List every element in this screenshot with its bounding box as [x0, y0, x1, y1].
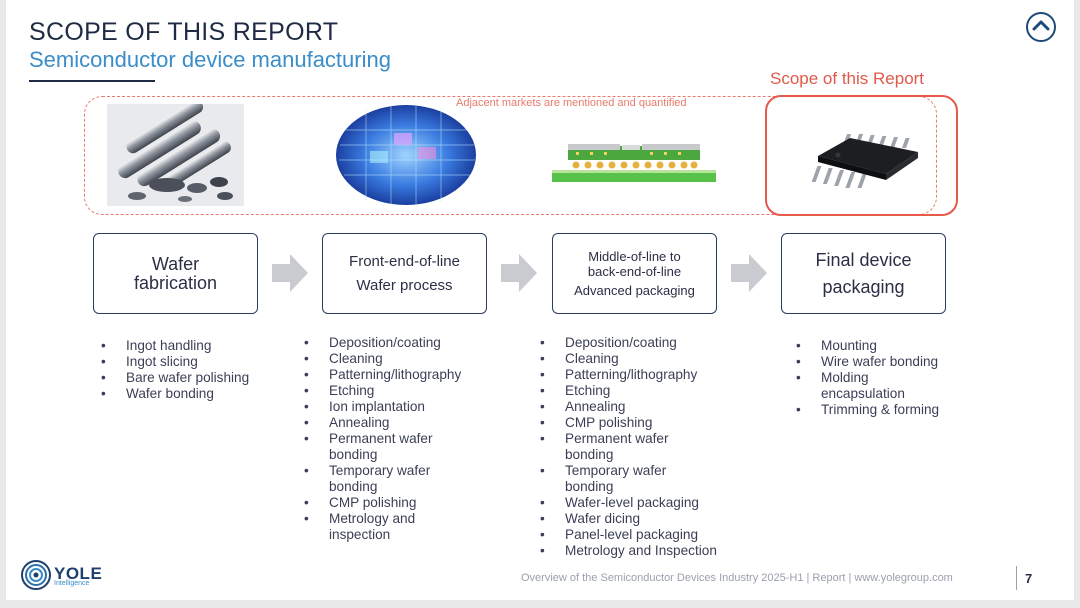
list-item: Wafer bonding: [101, 386, 291, 402]
advanced-package-image: [552, 144, 716, 182]
slide: SCOPE OF THIS REPORT Semiconductor devic…: [6, 0, 1074, 600]
list-item: Temporary wafer bonding: [304, 463, 459, 495]
scope-frame: [765, 95, 958, 216]
yole-logo-icon: [21, 560, 51, 590]
step-label-line: Wafer process: [356, 276, 453, 294]
list-item: Wafer-level packaging: [540, 495, 750, 511]
list-item: Etching: [540, 383, 750, 399]
page-number: 7: [1025, 571, 1033, 586]
list-item: Bare wafer polishing: [101, 370, 291, 386]
list-item: Molding encapsulation: [796, 370, 931, 402]
final-packaging-list: Mounting Wire wafer bonding Molding enca…: [796, 338, 996, 418]
list-item: Temporary wafer bonding: [540, 463, 715, 495]
page-title: SCOPE OF THIS REPORT: [29, 18, 339, 46]
step-label-line: Advanced packaging: [574, 283, 695, 298]
packaged-chip-image: [810, 134, 918, 188]
step-label-line: Middle-of-line to: [588, 249, 681, 264]
step-label-line: packaging: [822, 276, 905, 297]
list-item: Deposition/coating: [540, 335, 750, 351]
scroll-up-button[interactable]: [1026, 12, 1056, 42]
list-item: Deposition/coating: [304, 335, 504, 351]
front-end-list: Deposition/coating Cleaning Patterning/l…: [304, 335, 504, 543]
step-wafer-fabrication: Wafer fabrication: [93, 233, 258, 314]
footer-caption: Overview of the Semiconductor Devices In…: [521, 572, 953, 584]
wafer-fabrication-list: Ingot handling Ingot slicing Bare wafer …: [101, 338, 291, 402]
chevron-up-icon: [1032, 20, 1050, 31]
list-item: Cleaning: [540, 351, 750, 367]
step-label-line: Front-end-of-line: [349, 252, 460, 270]
scope-label: Scope of this Report: [770, 69, 925, 88]
list-item: Annealing: [304, 415, 504, 431]
step-middle-back-end-of-line: Middle-of-line to back-end-of-line Advan…: [552, 233, 717, 314]
list-item: Trimming & forming: [796, 402, 996, 418]
list-item: Patterning/lithography: [540, 367, 750, 383]
list-item: Permanent wafer bonding: [304, 431, 459, 463]
list-item: Wafer dicing: [540, 511, 750, 527]
title-underline: [29, 80, 155, 82]
silicon-ingots-image: [107, 104, 244, 206]
right-arrow-icon: [272, 254, 308, 292]
page-subtitle: Semiconductor device manufacturing: [29, 47, 391, 72]
adjacent-markets-frame: [84, 96, 937, 215]
list-item: Wire wafer bonding: [796, 354, 996, 370]
middle-back-end-list: Deposition/coating Cleaning Patterning/l…: [540, 335, 750, 559]
list-item: Permanent wafer bonding: [540, 431, 710, 463]
list-item: Panel-level packaging: [540, 527, 750, 543]
adjacent-markets-label: Adjacent markets are mentioned and quant…: [456, 97, 687, 109]
footer-divider: [1016, 566, 1017, 590]
list-item: Ion implantation: [304, 399, 504, 415]
step-label-line: back-end-of-line: [587, 264, 682, 279]
list-item: Metrology and Inspection: [540, 543, 750, 559]
list-item: Etching: [304, 383, 504, 399]
list-item: Annealing: [540, 399, 750, 415]
list-item: Ingot slicing: [101, 354, 291, 370]
step-label-line: Final device: [815, 249, 912, 270]
logo-subtitle: Intelligence: [54, 580, 90, 587]
list-item: Patterning/lithography: [304, 367, 504, 383]
list-item: Ingot handling: [101, 338, 291, 354]
right-arrow-icon: [731, 254, 767, 292]
list-item: Cleaning: [304, 351, 504, 367]
step-label-line: Wafer: [151, 253, 200, 274]
list-item: Metrology and inspection: [304, 511, 449, 543]
right-arrow-icon: [501, 254, 537, 292]
step-front-end-of-line: Front-end-of-line Wafer process: [322, 233, 487, 314]
step-final-device-packaging: Final device packaging: [781, 233, 946, 314]
step-label-line: fabrication: [133, 272, 218, 293]
processed-wafer-image: [336, 105, 476, 205]
list-item: CMP polishing: [304, 495, 504, 511]
logo-wordmark: YOLE: [54, 564, 103, 583]
list-item: CMP polishing: [540, 415, 750, 431]
list-item: Mounting: [796, 338, 996, 354]
